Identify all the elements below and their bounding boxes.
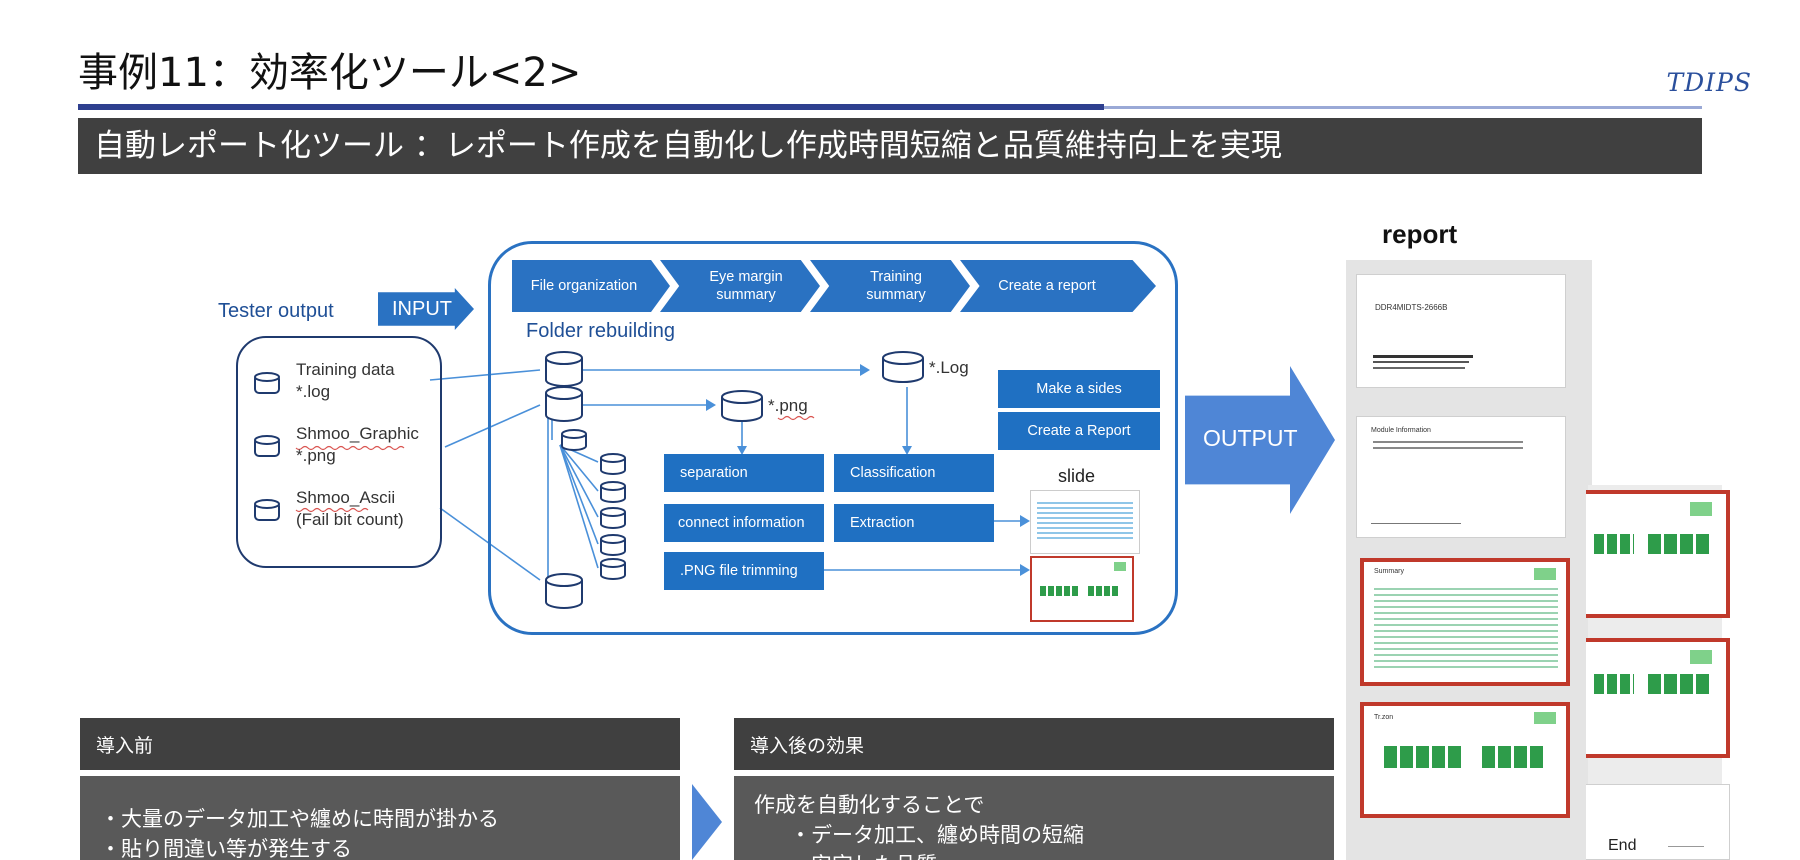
- title-rule-light: [1104, 106, 1702, 109]
- report-label: report: [1382, 219, 1458, 249]
- report-page-end: End: [1586, 784, 1730, 860]
- database-icon: [254, 435, 280, 457]
- spellcheck-underline: [295, 415, 815, 513]
- folder-cylinder-icon: [545, 386, 583, 422]
- process-connect-information: connect information: [664, 504, 824, 542]
- input-label: INPUT: [392, 298, 452, 320]
- create-report-box: Create a Report: [998, 412, 1160, 450]
- connector-lines: [429, 369, 1020, 581]
- end-label: End: [1608, 837, 1637, 854]
- report-page-shmoo-1: [1586, 490, 1730, 618]
- source-ext: (Fail bit count): [296, 510, 404, 529]
- slide-thumbnail-shmoo: [1030, 556, 1134, 622]
- step-chevron: File organization: [512, 260, 670, 312]
- process-extraction: Extraction: [834, 504, 994, 542]
- report-page-summary: Summary: [1360, 558, 1570, 686]
- step-chevron: Create a report: [960, 260, 1156, 312]
- slide-label: slide: [1058, 466, 1096, 486]
- input-arrow: [378, 288, 474, 330]
- folder-cylinder-icon: [600, 507, 626, 529]
- slide-thumbnail-table: [1030, 490, 1140, 554]
- report-page-module-info: Module Information: [1356, 416, 1566, 538]
- process-png-trimming: .PNG file trimming: [664, 552, 824, 590]
- folder-cylinder-icon: [545, 351, 583, 387]
- tester-output-label: Tester output: [218, 300, 334, 322]
- make-slides-box: Make a sides: [998, 370, 1160, 408]
- folder-cylinder-icon: [600, 558, 626, 580]
- after-lead: 作成を自動化することで: [754, 793, 985, 817]
- folder-cylinder-icon: [600, 481, 626, 503]
- arrowheads: [706, 364, 1030, 576]
- before-item: ・大量のデータ加工や纏めに時間が掛かる: [100, 807, 499, 831]
- report-page-cover: DDR4MIDTS-2666B: [1356, 274, 1566, 388]
- folder-cylinder-icon: [600, 534, 626, 556]
- page-title: 事例11：効率化ツール<2>: [78, 50, 582, 96]
- after-heading: 導入後の効果: [734, 718, 1334, 770]
- source-files-box: [236, 336, 442, 568]
- after-item: ・データ加工、纏め時間の短縮: [790, 823, 1084, 847]
- after-body: 作成を自動化することで ・データ加工、纏め時間の短縮 ・安定した品質: [734, 776, 1334, 860]
- before-item: ・貼り間違い等が発生する: [100, 837, 352, 860]
- folder-cylinder-icon: [721, 390, 763, 422]
- step-chevron: Training summary: [810, 260, 970, 312]
- log-label: *.Log: [929, 358, 969, 377]
- source-ext: *.log: [296, 382, 331, 401]
- company-logo: TDIPS: [1666, 68, 1752, 97]
- process-flow-container: [488, 241, 1178, 635]
- database-icon: [254, 372, 280, 394]
- process-separation: separation: [664, 454, 824, 492]
- png-label: *.png: [768, 396, 808, 415]
- source-name: Shmoo_Ascii: [296, 488, 396, 507]
- folder-cylinder-icon: [882, 351, 924, 383]
- source-name: Shmoo_Graphic: [296, 424, 419, 443]
- report-page-summary-title: Summary: [1374, 568, 1404, 575]
- report-page-training-title: Tr.zon: [1374, 714, 1394, 721]
- report-page-module-title: Module Information: [1371, 427, 1431, 434]
- folder-rebuilding-label: Folder rebuilding: [526, 320, 675, 342]
- folder-cylinder-icon: [600, 453, 626, 475]
- folder-cylinder-icon: [561, 429, 587, 451]
- before-heading: 導入前: [80, 718, 680, 770]
- database-icon: [254, 499, 280, 521]
- process-classification: Classification: [834, 454, 994, 492]
- report-page-training: Tr.zon: [1360, 702, 1570, 818]
- folder-cylinder-icon: [545, 573, 583, 609]
- after-item: ・安定した品質: [754, 850, 1334, 860]
- source-ext: *.png: [296, 446, 336, 465]
- before-body: ・大量のデータ加工や纏めに時間が掛かる ・貼り間違い等が発生する: [80, 776, 680, 860]
- step-chevron: Eye margin summary: [660, 260, 820, 312]
- section-banner: 自動レポート化ツール ：レポート作成を自動化し作成時間短縮と品質維持向上を実現: [78, 118, 1702, 174]
- output-label: OUTPUT: [1203, 425, 1298, 451]
- title-rule-dark: [78, 104, 1104, 110]
- report-page-cover-title: DDR4MIDTS-2666B: [1375, 303, 1448, 312]
- source-name: Training data: [296, 360, 395, 379]
- report-page-shmoo-2: [1586, 638, 1730, 758]
